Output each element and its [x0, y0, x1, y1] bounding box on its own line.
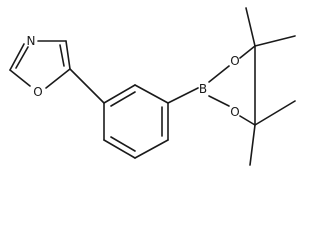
atom-label-boron: B: [199, 82, 207, 96]
bond-bz-1: [103, 84, 136, 104]
bond-methyl-up-2: [254, 35, 296, 47]
bond-o1-c2: [9, 69, 31, 87]
bond-c2-n3-double: [15, 46, 29, 69]
bond-b-o-up: [208, 65, 230, 83]
bond-c4-c5: [65, 40, 71, 70]
atom-label-o-upper: O: [230, 54, 239, 68]
atom-label-o-lower: O: [230, 105, 239, 119]
bond-b-o-dn: [208, 95, 230, 107]
bond-o-dn-c: [239, 115, 256, 126]
bond-benzene-boron: [167, 87, 199, 104]
bond-methyl-dn-1: [254, 100, 296, 126]
bond-o-up-c: [239, 45, 256, 59]
bond-bz-5: [103, 139, 136, 159]
bond-bz-2: [134, 84, 169, 104]
bond-bz-4: [134, 139, 169, 159]
atom-label-n-oxazole: N: [27, 34, 36, 48]
bond-oxazole-benzene: [69, 68, 105, 104]
molecule-drawing: N O B O O: [9, 7, 296, 166]
bond-methyl-up-1: [245, 7, 256, 47]
bond-bz-1-inner: [110, 91, 136, 107]
bond-c5-o1: [45, 68, 71, 89]
bond-c2-n3: [9, 43, 25, 71]
bond-bz-5-inner: [110, 136, 136, 152]
bond-c4-c5-double: [59, 44, 65, 67]
bond-methyl-dn-2: [249, 124, 256, 166]
atom-label-o-oxazole: O: [33, 85, 42, 99]
structure-canvas: N O B O O: [9, 7, 296, 166]
